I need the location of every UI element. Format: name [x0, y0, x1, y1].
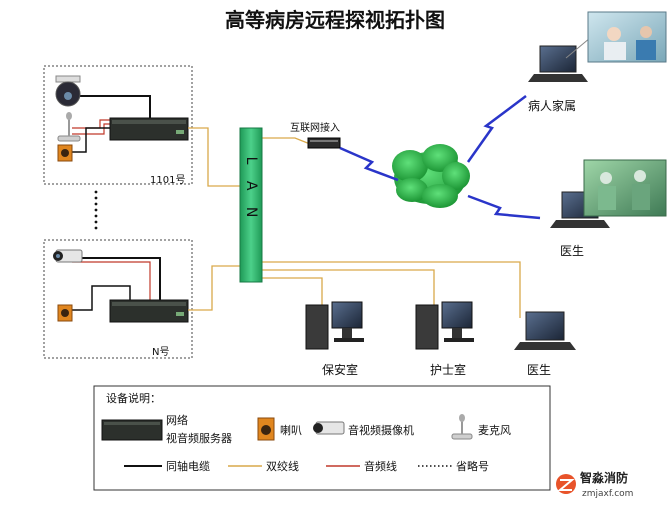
lan-label: L A N [243, 157, 259, 224]
local-doctor-laptop-icon [514, 311, 576, 350]
coax-cable [78, 95, 151, 120]
legend-box [93, 385, 551, 491]
page-title: 高等病房远程探视拓扑图 [225, 8, 445, 32]
wireless-link-lines [339, 95, 541, 220]
router-icon [307, 137, 341, 149]
nurse-room-label: 护士室 [430, 362, 466, 377]
legend-mic-icon [451, 414, 473, 440]
surgery-photo [583, 159, 667, 217]
legend-speaker-label: 喇叭 [280, 423, 302, 437]
legend-coax-label: 同轴电缆 [166, 459, 210, 473]
legend-server-icon [101, 419, 163, 441]
family-video-photo [587, 11, 667, 63]
room-n-box [43, 239, 193, 359]
callout-line [565, 37, 591, 59]
room-1101-label: 1101号 [150, 174, 185, 186]
room-1101-box [43, 65, 193, 185]
av-server-n [109, 299, 189, 323]
coax-cable [72, 285, 131, 311]
watermark-url: zmjaxf.com [582, 489, 633, 499]
coax-cable [72, 127, 120, 153]
watermark: 智淼消防 zmjaxf.com [556, 470, 633, 499]
room-n-label: N号 [152, 346, 169, 358]
legend-camera-icon [313, 421, 345, 435]
microphone-icon [57, 112, 81, 142]
av-server-1101 [109, 117, 189, 141]
security-pc-icon [305, 301, 364, 350]
speaker-icon [57, 144, 73, 162]
speaker-icon [57, 304, 73, 322]
legend-server-line1: 网络 [166, 413, 188, 427]
twisted-pair-lines [188, 127, 521, 318]
audio-line [72, 261, 151, 300]
nurse-pc-icon [415, 301, 474, 350]
legend-camera-label: 音视频摄像机 [348, 423, 414, 437]
internet-access-label: 互联网接入 [290, 121, 340, 134]
ellipsis-dots [94, 190, 98, 230]
legend-server-line2: 视音频服务器 [166, 431, 232, 445]
legend-audio-label: 音频线 [364, 459, 397, 473]
watermark-name: 智淼消防 [579, 470, 628, 485]
family-label: 病人家属 [528, 98, 576, 113]
legend-speaker-icon [257, 417, 275, 441]
remote-doctor-label: 医生 [560, 244, 584, 258]
dome-camera-icon [55, 75, 81, 107]
coax-cable [82, 257, 161, 300]
legend-ellipsis-label: 省略号 [456, 459, 489, 473]
legend-twisted-label: 双绞线 [266, 459, 299, 473]
family-laptop-icon [528, 45, 588, 82]
lan-switch-bar [239, 127, 263, 283]
local-doctor-label: 医生 [527, 363, 551, 377]
box-camera-icon [53, 249, 83, 263]
legend-heading: 设备说明： [106, 391, 161, 405]
internet-cloud-icon [392, 144, 470, 208]
legend-mic-label: 麦克风 [478, 424, 511, 437]
security-room-label: 保安室 [322, 362, 358, 377]
